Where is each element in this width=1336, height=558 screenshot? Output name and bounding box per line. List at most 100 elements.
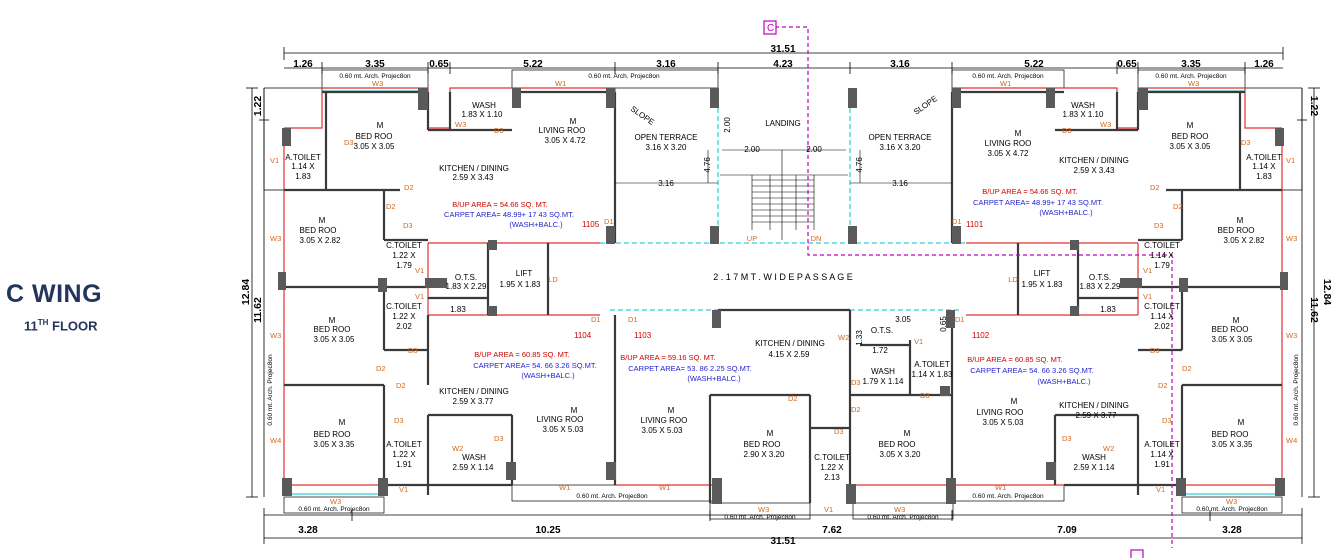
svg-text:A.TOILET: A.TOILET [285,153,321,162]
svg-text:2.59 X 3.43: 2.59 X 3.43 [1074,166,1115,175]
columns [278,88,1288,504]
svg-text:D2: D2 [1173,202,1183,211]
projection-label: 0.60 mt. Arch. Projec8on [576,493,648,500]
dim-top-7: 5.22 [1024,59,1044,70]
svg-text:D1: D1 [628,315,638,324]
svg-text:D3: D3 [494,126,504,135]
svg-text:1104: 1104 [574,331,592,340]
svg-text:(WASH+BALC.): (WASH+BALC.) [1039,208,1093,217]
svg-text:D2: D2 [851,405,861,414]
svg-text:CARPET AREA= 53. 86 2.25 SQ.M: CARPET AREA= 53. 86 2.25 SQ.MT. [628,364,751,373]
svg-text:3.05 X 5.03: 3.05 X 5.03 [642,426,683,435]
unit-1101: M LIVING ROO 3.05 X 4.72 KITCHEN / DININ… [912,94,1282,270]
svg-text:LIVING ROO: LIVING ROO [539,126,586,135]
unit-1104: C.TOILET 1.22 X 2.02 M BED ROO 3.05 X 3.… [314,302,597,472]
svg-text:3.05 X 3.35: 3.05 X 3.35 [314,440,355,449]
svg-text:D3: D3 [344,138,354,147]
projection-label: 0.60 mt. Arch. Projec8on [1196,506,1268,513]
svg-text:1.83: 1.83 [1100,305,1116,314]
svg-text:B/UP AREA = 60.85 SQ. MT.: B/UP AREA = 60.85 SQ. MT. [967,355,1063,364]
svg-text:W3: W3 [330,497,341,506]
svg-text:W1: W1 [1000,79,1011,88]
wing-title: C WING [6,280,103,308]
dim-top-8: 0.65 [1117,59,1137,70]
svg-text:2.59 X 1.14: 2.59 X 1.14 [1074,463,1115,472]
dim-bottom-1: 10.25 [535,525,560,536]
svg-text:W1: W1 [659,483,670,492]
svg-text:V1: V1 [1143,266,1152,275]
door-window-tags: W3 W1 W3 D3 D3 D2 V1 W3 D2 D3 V1 D1 V1 W… [270,79,1297,514]
svg-text:D3: D3 [1150,346,1160,355]
dim-top-0: 1.26 [293,59,313,70]
svg-text:CARPET AREA= 54. 66 3.26 SQ.M: CARPET AREA= 54. 66 3.26 SQ.MT. [473,361,596,370]
svg-text:1.95 X 1.83: 1.95 X 1.83 [1022,280,1063,289]
svg-text:DN: DN [811,234,822,243]
svg-text:3.05 X 2.82: 3.05 X 2.82 [300,236,341,245]
svg-text:BED ROO: BED ROO [300,226,337,235]
svg-text:M: M [339,418,346,427]
dim-top-1: 3.35 [365,59,385,70]
projection-labels: 0.60 mt. Arch. Projec8on 0.60 mt. Arch. … [267,73,1300,521]
svg-text:D3: D3 [403,221,413,230]
svg-text:1.14 X: 1.14 X [1150,312,1174,321]
svg-text:BED ROO: BED ROO [879,440,916,449]
svg-text:2.02: 2.02 [1154,322,1170,331]
corridor-label: 2 . 1 7 M T . W I D E P A S S A G E [713,272,853,282]
svg-text:W4: W4 [1286,436,1297,445]
svg-text:V1: V1 [1286,156,1295,165]
dim-top-total: 31.51 [770,44,795,55]
walls [284,90,1282,503]
svg-text:V1: V1 [1143,292,1152,301]
svg-text:2.59 X 3.43: 2.59 X 3.43 [453,173,494,182]
svg-text:M: M [1237,216,1244,225]
svg-text:1.83 X 2.29: 1.83 X 2.29 [1080,282,1121,291]
svg-text:W1: W1 [555,79,566,88]
svg-text:CARPET AREA= 54. 66 3.26 SQ.M: CARPET AREA= 54. 66 3.26 SQ.MT. [970,366,1093,375]
dim-right-top: 1.22 [1308,96,1320,117]
svg-text:1.22 X: 1.22 X [392,251,416,260]
svg-text:SLOPE: SLOPE [912,94,939,117]
projection-label: 0.60 mt. Arch. Projec8on [724,514,796,521]
svg-text:1.33: 1.33 [855,330,864,346]
svg-text:C.TOILET: C.TOILET [386,302,422,311]
svg-text:WASH: WASH [472,101,496,110]
svg-text:1.91: 1.91 [396,460,412,469]
svg-text:1.72: 1.72 [872,346,888,355]
svg-text:D2: D2 [1150,183,1160,192]
svg-text:1105: 1105 [582,220,600,229]
svg-text:3.05 X 2.82: 3.05 X 2.82 [1224,236,1265,245]
svg-text:SLOPE: SLOPE [629,104,656,127]
svg-text:WASH: WASH [1071,101,1095,110]
svg-text:D1: D1 [604,217,614,226]
sleeve-marker-top [763,20,777,35]
svg-text:LIVING ROO: LIVING ROO [641,416,688,425]
svg-text:1.83 X 1.10: 1.83 X 1.10 [462,110,503,119]
svg-text:UP: UP [747,234,757,243]
svg-text:WASH: WASH [871,367,895,376]
svg-text:BED ROO: BED ROO [1218,226,1255,235]
svg-text:1.14 X: 1.14 X [1150,251,1174,260]
svg-text:W3: W3 [270,331,281,340]
svg-text:1.79: 1.79 [1154,261,1170,270]
svg-text:W3: W3 [1286,234,1297,243]
svg-text:W3: W3 [1100,120,1111,129]
svg-text:V1: V1 [270,156,279,165]
svg-text:1.83: 1.83 [1256,172,1272,181]
svg-text:2.90 X 3.20: 2.90 X 3.20 [744,450,785,459]
svg-text:O.T.S.: O.T.S. [871,326,893,335]
svg-text:M: M [1233,316,1240,325]
svg-text:1.79: 1.79 [396,261,412,270]
svg-text:V1: V1 [399,485,408,494]
unit-1102: 1102 B/UP AREA = 60.85 SQ. MT. CARPET AR… [967,302,1253,472]
svg-text:3.16: 3.16 [658,179,674,188]
svg-text:1.83 X 2.29: 1.83 X 2.29 [446,282,487,291]
svg-text:V1: V1 [824,505,833,514]
cyan-lines [600,92,966,311]
svg-text:2.59 X 1.14: 2.59 X 1.14 [453,463,494,472]
dim-top-3: 5.22 [523,59,543,70]
projection-label: 0.60 mt. Arch. Projec8on [588,73,660,80]
svg-text:B/UP AREA = 59.16 SQ. MT.: B/UP AREA = 59.16 SQ. MT. [620,353,716,362]
svg-text:D3: D3 [851,378,861,387]
svg-text:1.95 X 1.83: 1.95 X 1.83 [500,280,541,289]
